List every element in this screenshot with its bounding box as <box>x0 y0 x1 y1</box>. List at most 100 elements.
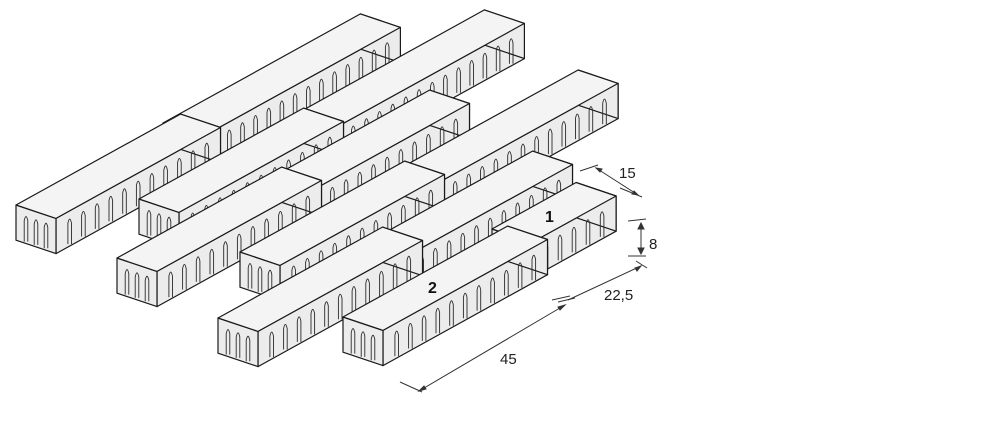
stone-groove <box>247 263 253 289</box>
dimension-label-45: 45 <box>500 351 517 368</box>
stone-groove <box>306 86 311 112</box>
stone-groove <box>531 254 537 281</box>
stone-groove <box>495 45 501 72</box>
stone-row1-a <box>15 113 222 255</box>
stone-groove <box>403 96 409 122</box>
stone-groove <box>364 118 369 144</box>
stone-top-face <box>239 160 446 266</box>
stone-groove <box>291 265 296 292</box>
dimension-label-22-5: 22,5 <box>604 287 633 304</box>
stone-groove <box>358 56 364 83</box>
stone-groove <box>416 89 422 115</box>
stone-groove <box>332 71 337 97</box>
stone-2 <box>342 225 549 367</box>
stone-groove <box>337 293 343 320</box>
stone-groove <box>343 179 349 205</box>
stone-groove <box>332 242 338 269</box>
stone-groove <box>490 277 495 303</box>
stone-groove <box>305 258 310 284</box>
stone-groove <box>236 233 242 260</box>
stone-groove <box>542 187 548 213</box>
stone-groove <box>346 235 351 261</box>
stone-groove <box>466 173 471 200</box>
stone-groove <box>394 330 399 357</box>
stone-groove <box>462 292 468 319</box>
stone-groove <box>517 262 523 288</box>
stone-groove <box>67 218 72 245</box>
dimension-label-8: 8 <box>649 236 657 253</box>
stone-groove <box>163 165 168 191</box>
stone-groove <box>283 324 288 350</box>
stone-groove <box>460 232 466 259</box>
stone-groove <box>588 106 594 132</box>
stone-groove <box>433 248 438 274</box>
stone-groove <box>370 334 376 361</box>
stone-groove <box>456 67 461 93</box>
stone-groove <box>504 270 509 296</box>
stone-groove <box>351 125 356 152</box>
stone-groove <box>149 173 155 199</box>
stone-groove <box>324 301 329 327</box>
stone-groove <box>547 128 553 155</box>
stone-groove <box>507 151 512 177</box>
stone-groove <box>392 263 398 289</box>
stone-groove <box>452 181 458 207</box>
stone-groove <box>296 316 302 342</box>
stone-groove <box>227 129 232 156</box>
stone-top-face <box>217 226 424 332</box>
stone-groove <box>267 269 273 296</box>
paving-stones <box>15 9 619 368</box>
stone-groove <box>534 136 539 162</box>
stone-groove <box>250 226 256 252</box>
stone-groove <box>482 52 488 79</box>
stone-groove <box>245 335 251 362</box>
stone-groove <box>599 211 605 237</box>
stone-groove <box>408 323 413 349</box>
stone-groove <box>33 219 39 245</box>
stone-groove <box>406 255 412 282</box>
stone-groove <box>345 64 350 90</box>
stone-groove <box>443 74 448 101</box>
stone-groove <box>421 315 427 341</box>
stone-groove <box>377 111 382 137</box>
stone-groove <box>235 332 241 358</box>
stone-groove <box>446 240 452 266</box>
stone-top-face <box>116 166 323 272</box>
stone-groove <box>557 234 563 261</box>
stone-groove <box>469 60 474 86</box>
dimension-label-15: 15 <box>619 165 636 182</box>
stone-groove <box>480 166 485 192</box>
stone-groove <box>286 159 291 185</box>
stone-groove <box>360 331 366 357</box>
stone-groove <box>474 225 479 251</box>
stone-groove <box>387 212 392 238</box>
stone-groove <box>398 149 404 175</box>
stone-groove <box>330 187 335 213</box>
stone-groove <box>435 307 441 334</box>
stone-groove <box>300 152 305 178</box>
stone-groove <box>134 272 140 298</box>
stone-groove <box>575 113 580 140</box>
stone-groove <box>124 269 130 295</box>
stone-groove <box>195 256 201 282</box>
stone-top-face <box>342 225 549 331</box>
stone-groove <box>515 202 520 228</box>
stone-groove <box>327 136 333 163</box>
stone-groove <box>225 329 231 355</box>
stone-groove <box>561 121 567 147</box>
stone-groove <box>365 278 370 304</box>
stone-groove <box>571 226 577 253</box>
stone-groove <box>585 219 591 245</box>
stone-number-1: 1 <box>545 209 554 226</box>
stone-groove <box>384 156 390 183</box>
stone-groove <box>209 248 215 275</box>
stone-groove <box>168 271 173 298</box>
stone-groove <box>269 331 274 358</box>
stone-groove <box>430 82 435 108</box>
stone-groove <box>428 189 434 216</box>
stone-groove <box>257 266 263 292</box>
stone-groove <box>108 195 114 222</box>
dimension-22-5 <box>551 260 648 301</box>
stone-groove <box>414 197 420 223</box>
